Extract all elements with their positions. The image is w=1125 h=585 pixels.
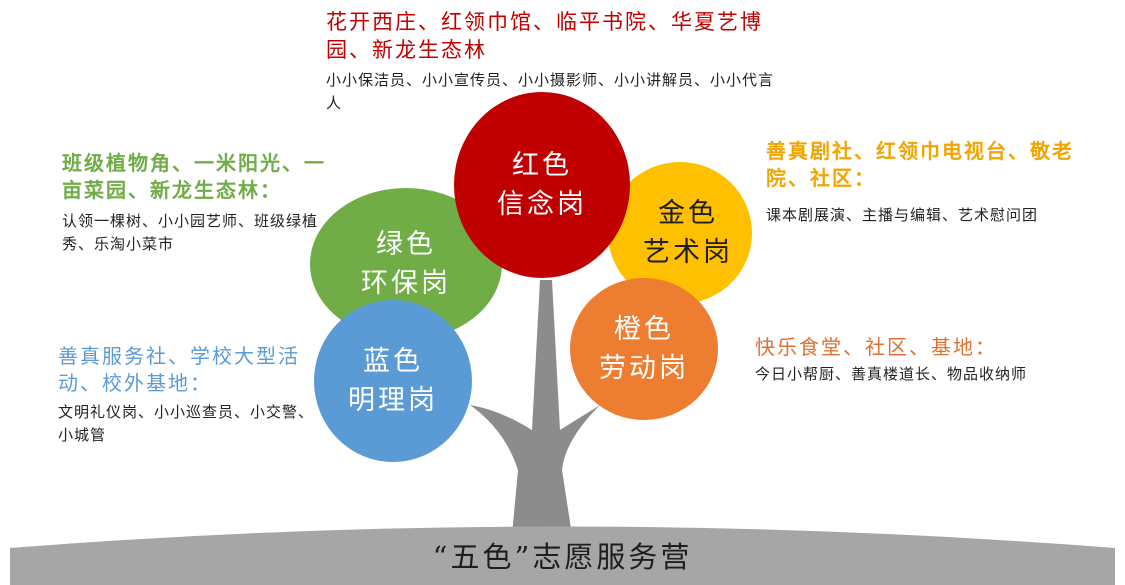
green-post-roles: 认领一棵树、小小园艺师、班级绿植秀、乐淘小菜市	[62, 212, 319, 254]
gold-post-roles: 课本剧展演、主播与编辑、艺术慰问团	[766, 206, 1039, 224]
gold-circle-line1: 金色	[658, 197, 718, 229]
blue-post-roles: 文明礼仪岗、小小巡查员、小交警、小城管	[58, 403, 315, 445]
camp-title: “五色”志愿服务营	[432, 540, 693, 574]
orange-post-places: 快乐食堂、社区、基地：	[755, 335, 997, 359]
orange-post-circle[interactable]: 橙色 劳动岗	[570, 278, 718, 420]
red-post-annotation: 花开西庄、红领巾馆、临平书院、华夏艺博园、新龙生态林 小小保洁员、小小宣传员、小…	[326, 8, 786, 115]
orange-post-roles: 今日小帮厨、善真楼道长、物品收纳师	[755, 365, 1028, 383]
red-circle-line1: 红色	[512, 149, 572, 181]
blue-post-places: 善真服务社、学校大型活动、校外基地：	[58, 344, 300, 395]
green-circle-line1: 绿色	[376, 228, 436, 260]
red-post-roles: 小小保洁员、小小宣传员、小小摄影师、小小讲解员、小小代言人	[326, 70, 775, 112]
gold-post-places: 善真剧社、红领巾电视台、敬老院、社区：	[766, 139, 1074, 190]
blue-post-circle[interactable]: 蓝色 明理岗	[314, 300, 472, 462]
orange-circle-line1: 橙色	[614, 313, 674, 345]
blue-circle-line1: 蓝色	[363, 345, 423, 377]
tree-trunk	[470, 280, 600, 535]
red-circle-line2: 信念岗	[497, 189, 587, 220]
ground-hill	[10, 526, 1115, 585]
blue-post-annotation: 善真服务社、学校大型活动、校外基地： 文明礼仪岗、小小巡查员、小交警、小城管	[58, 343, 328, 448]
red-post-circle[interactable]: 红色 信念岗	[454, 92, 630, 278]
gold-circle-line2: 艺术岗	[643, 237, 733, 268]
orange-circle-line2: 劳动岗	[599, 353, 689, 384]
gold-post-annotation: 善真剧社、红领巾电视台、敬老院、社区： 课本剧展演、主播与编辑、艺术慰问团	[766, 138, 1101, 227]
green-post-annotation: 班级植物角、一米阳光、一亩菜园、新龙生态林： 认领一棵树、小小园艺师、班级绿植秀…	[62, 150, 347, 257]
green-post-places: 班级植物角、一米阳光、一亩菜园、新龙生态林：	[62, 151, 326, 202]
green-circle-line2: 环保岗	[361, 268, 451, 299]
red-post-places: 花开西庄、红领巾馆、临平书院、华夏艺博园、新龙生态林	[326, 10, 763, 63]
blue-circle-line2: 明理岗	[348, 385, 438, 416]
orange-post-annotation: 快乐食堂、社区、基地： 今日小帮厨、善真楼道长、物品收纳师	[755, 334, 1055, 386]
